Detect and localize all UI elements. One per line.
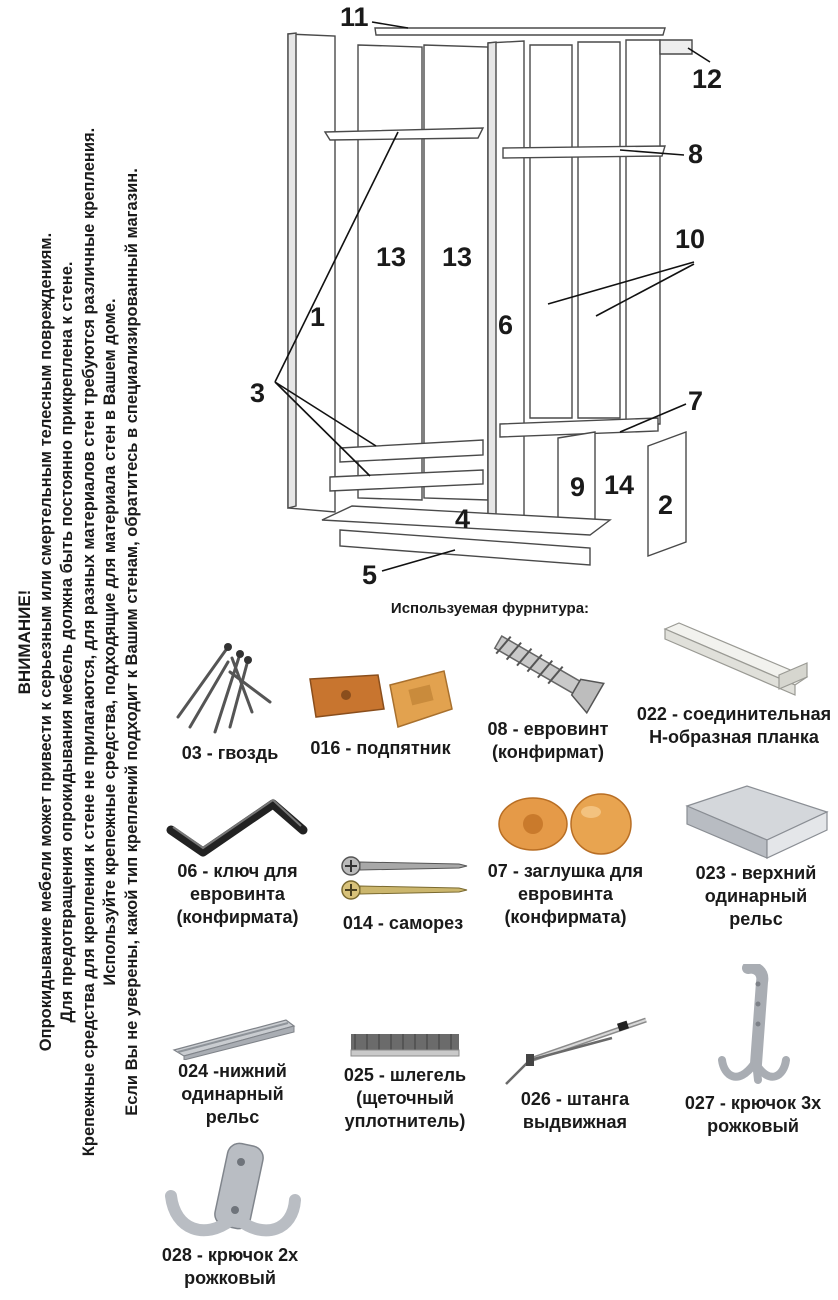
brush-seal-icon <box>350 1034 460 1057</box>
triple-hook-icon <box>718 964 790 1084</box>
hardware-item-h-profile: 022 - соединительная Н-образная планка <box>632 617 836 749</box>
hardware-label: 028 - крючок 2х рожковый <box>161 1245 299 1288</box>
hardware-label: 025 - шлегель (щеточный уплотнитель) <box>343 1065 467 1131</box>
warning-title: ВНИМАНИЕ! <box>15 589 34 695</box>
hardware-label: 023 - верхний одинарный рельс <box>695 863 817 929</box>
hardware-label: 022 - соединительная Н-образная планка <box>636 704 832 747</box>
cap-plug-icon <box>497 793 632 855</box>
part-label-1: 1 <box>310 302 325 332</box>
warning-line: Опрокидывание мебели может привести к се… <box>36 232 55 1052</box>
double-hook-icon <box>165 1142 301 1237</box>
h-profile-icon <box>663 622 809 696</box>
part-label-7: 7 <box>688 386 703 416</box>
warning-line: Для предотвращения опрокидывания мебель … <box>58 261 76 1023</box>
top-rail-icon <box>685 785 829 859</box>
nails-icon <box>176 643 272 734</box>
hardware-label: 06 - ключ для евровинта (конфирмата) <box>176 861 299 927</box>
hardware-item-confirmat: 08 - евровинт (конфирмат) <box>468 626 628 764</box>
hardware-item-double-hook: 028 - крючок 2х рожковый <box>150 1140 310 1290</box>
part-label-14: 14 <box>604 470 634 500</box>
hardware-item-support-pad: 016 - подпятник <box>298 665 463 760</box>
part-label-4: 4 <box>455 504 470 534</box>
hardware-label: 07 - заглушка для евровинта (конфирмата) <box>487 861 644 927</box>
confirmat-screw-icon <box>493 635 605 715</box>
part-label-9: 9 <box>570 472 585 502</box>
hardware-label: 08 - евровинт (конфирмат) <box>487 719 609 762</box>
part-label-2: 2 <box>658 490 673 520</box>
hex-key-icon <box>166 798 307 857</box>
part-label-8: 8 <box>688 139 703 169</box>
part-label-3: 3 <box>250 378 265 408</box>
part-label-13: 13 <box>376 242 406 272</box>
support-pad-icon <box>308 670 453 728</box>
part-label-11: 11 <box>340 2 369 32</box>
warning-line: Крепежные средства для крепления к стене… <box>79 127 98 1157</box>
wood-screw-icon <box>341 856 468 900</box>
hardware-label: 016 - подпятник <box>310 738 451 758</box>
hardware-item-hex-key: 06 - ключ для евровинта (конфирмата) <box>160 790 315 929</box>
warning-line: Если Вы не уверены, какой тип креплений … <box>122 168 141 1116</box>
hardware-label: 027 - крючок 3х рожковый <box>684 1093 822 1136</box>
part-label-10: 10 <box>675 224 705 254</box>
pull-out-rod-icon <box>505 1017 647 1085</box>
hardware-item-brush-seal: 025 - шлегель (щеточный уплотнитель) <box>330 1028 480 1133</box>
hardware-item-top-rail: 023 - верхний одинарный рельс <box>676 782 836 931</box>
bottom-rail-icon <box>171 1019 295 1060</box>
hardware-item-bottom-rail: 024 -нижний одинарный рельс <box>160 1016 305 1129</box>
hardware-title: Используемая фурнитура: <box>390 600 590 617</box>
part-label-13: 13 <box>442 242 472 272</box>
hardware-item-triple-hook: 027 - крючок 3х рожковый <box>673 964 833 1138</box>
wardrobe-exploded-diagram: 11 12 8 10 13 13 1 6 3 7 9 14 2 4 5 <box>250 2 722 590</box>
warning-line: Используйте крепежные средства, подходящ… <box>101 298 119 986</box>
hardware-label: 024 -нижний одинарный рельс <box>178 1061 287 1127</box>
warning-text: ВНИМАНИЕ! Опрокидывание мебели может при… <box>14 32 164 1252</box>
hardware-item-cap-plug: 07 - заглушка для евровинта (конфирмата) <box>478 790 653 929</box>
hardware-label: 014 - саморез <box>342 913 464 933</box>
part-labels: 11 12 8 10 13 13 1 6 3 7 9 14 2 4 5 <box>250 2 722 590</box>
hardware-label: 03 - гвоздь <box>181 743 279 763</box>
part-label-5: 5 <box>362 560 377 590</box>
hardware-item-pull-out-rod: 026 - штанга выдвижная <box>495 1014 655 1134</box>
part-label-6: 6 <box>498 310 513 340</box>
part-label-12: 12 <box>692 64 722 94</box>
hardware-item-wood-screw: 014 - саморез <box>328 852 478 935</box>
hardware-label: 026 - штанга выдвижная <box>520 1089 630 1132</box>
hardware-item-nails: 03 - гвоздь <box>160 632 300 765</box>
